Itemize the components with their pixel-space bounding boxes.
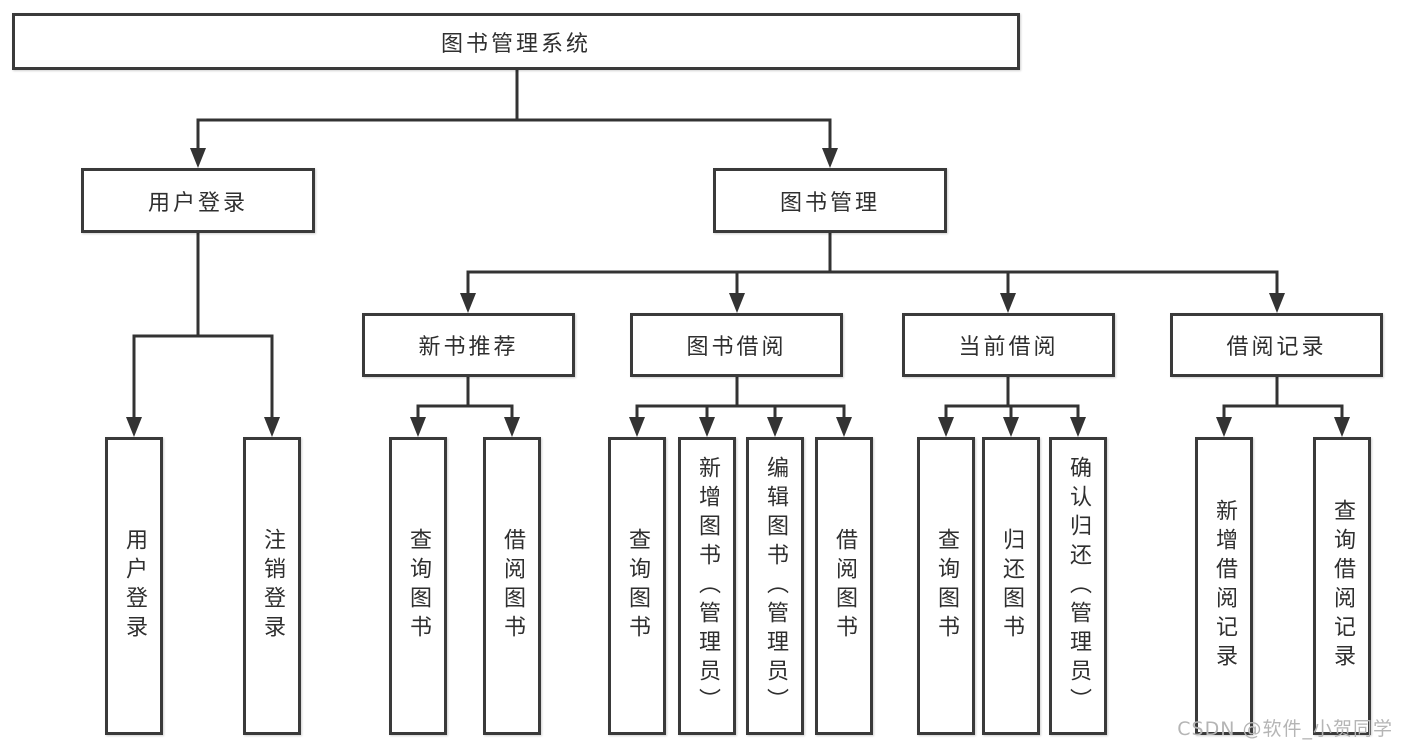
node-label: 新增图书（管理员） [695,455,720,717]
node-user-login: 用户登录 [81,168,315,233]
node-label: 图书借阅 [686,335,787,360]
leaf-add-book-admin: 新增图书（管理员） [678,437,736,735]
node-label: 编辑图书（管理员） [763,455,788,717]
connector-book-borrow-to-leaves [635,375,846,423]
leaf-return-book: 归还图书 [982,437,1040,735]
arrowhead [1269,293,1285,313]
node-label: 确认归还（管理员） [1066,455,1091,717]
arrowhead [629,417,645,437]
node-label: 新书推荐 [418,335,519,360]
node-label: 借阅记录 [1226,335,1327,360]
connector-user-login-to-leaves [132,231,274,423]
arrowhead [460,293,476,313]
node-book-borrowing: 图书借阅 [630,313,843,377]
connector-borrow-record-to-leaves [1222,375,1344,423]
node-borrow-records: 借阅记录 [1170,313,1383,377]
arrowhead [836,417,852,437]
arrowhead [767,417,783,437]
node-current-borrowing: 当前借阅 [902,313,1115,377]
arrowhead [1070,417,1086,437]
node-label: 查询借阅记录 [1330,499,1355,673]
node-label: 用户登录 [147,190,248,216]
node-label: 当前借阅 [958,335,1059,360]
arrowhead [504,417,520,437]
leaf-query-book-borrowing: 查询图书 [608,437,666,735]
node-label: 查询图书 [934,528,959,644]
arrowhead [126,417,142,437]
connector-book-mgmt-to-level3 [466,231,1279,299]
arrowhead [1003,417,1019,437]
node-label: 图书管理 [779,190,880,216]
leaf-confirm-return-admin: 确认归还（管理员） [1049,437,1107,735]
arrowhead [410,417,426,437]
arrowhead [729,293,745,313]
arrowhead [190,148,206,168]
arrowhead [699,417,715,437]
node-label: 查询图书 [406,528,431,644]
node-label: 用户登录 [122,528,147,644]
arrowhead [1216,417,1232,437]
node-label: 归还图书 [999,528,1024,644]
node-library-system: 图书管理系统 [12,13,1020,70]
node-book-management: 图书管理 [713,168,947,233]
connector-new-book-rec-to-leaves [416,375,514,423]
connector-current-borrow-to-leaves [944,375,1080,423]
leaf-add-borrow-record: 新增借阅记录 [1195,437,1253,735]
node-label: 查询图书 [625,528,650,644]
node-label: 图书管理系统 [440,31,591,57]
arrowhead [264,417,280,437]
leaf-edit-book-admin: 编辑图书（管理员） [746,437,804,735]
leaf-query-book-recommend: 查询图书 [389,437,447,735]
connector-root-to-level2 [196,68,832,154]
leaf-borrow-book-borrowing: 借阅图书 [815,437,873,735]
arrowhead [938,417,954,437]
node-label: 借阅图书 [832,528,857,644]
arrowhead [822,148,838,168]
leaf-user-login: 用户登录 [105,437,163,735]
leaf-logout: 注销登录 [243,437,301,735]
leaf-query-borrow-record: 查询借阅记录 [1313,437,1371,735]
arrowhead [1334,417,1350,437]
node-label: 借阅图书 [500,528,525,644]
leaf-query-book-current: 查询图书 [917,437,975,735]
leaf-borrow-book-recommend: 借阅图书 [483,437,541,735]
node-label: 注销登录 [260,528,285,644]
node-new-book-recommend: 新书推荐 [362,313,575,377]
csdn-watermark: CSDN @软件_小贺同学 [1177,718,1393,740]
arrowhead [1000,293,1016,313]
node-label: 新增借阅记录 [1212,499,1237,673]
